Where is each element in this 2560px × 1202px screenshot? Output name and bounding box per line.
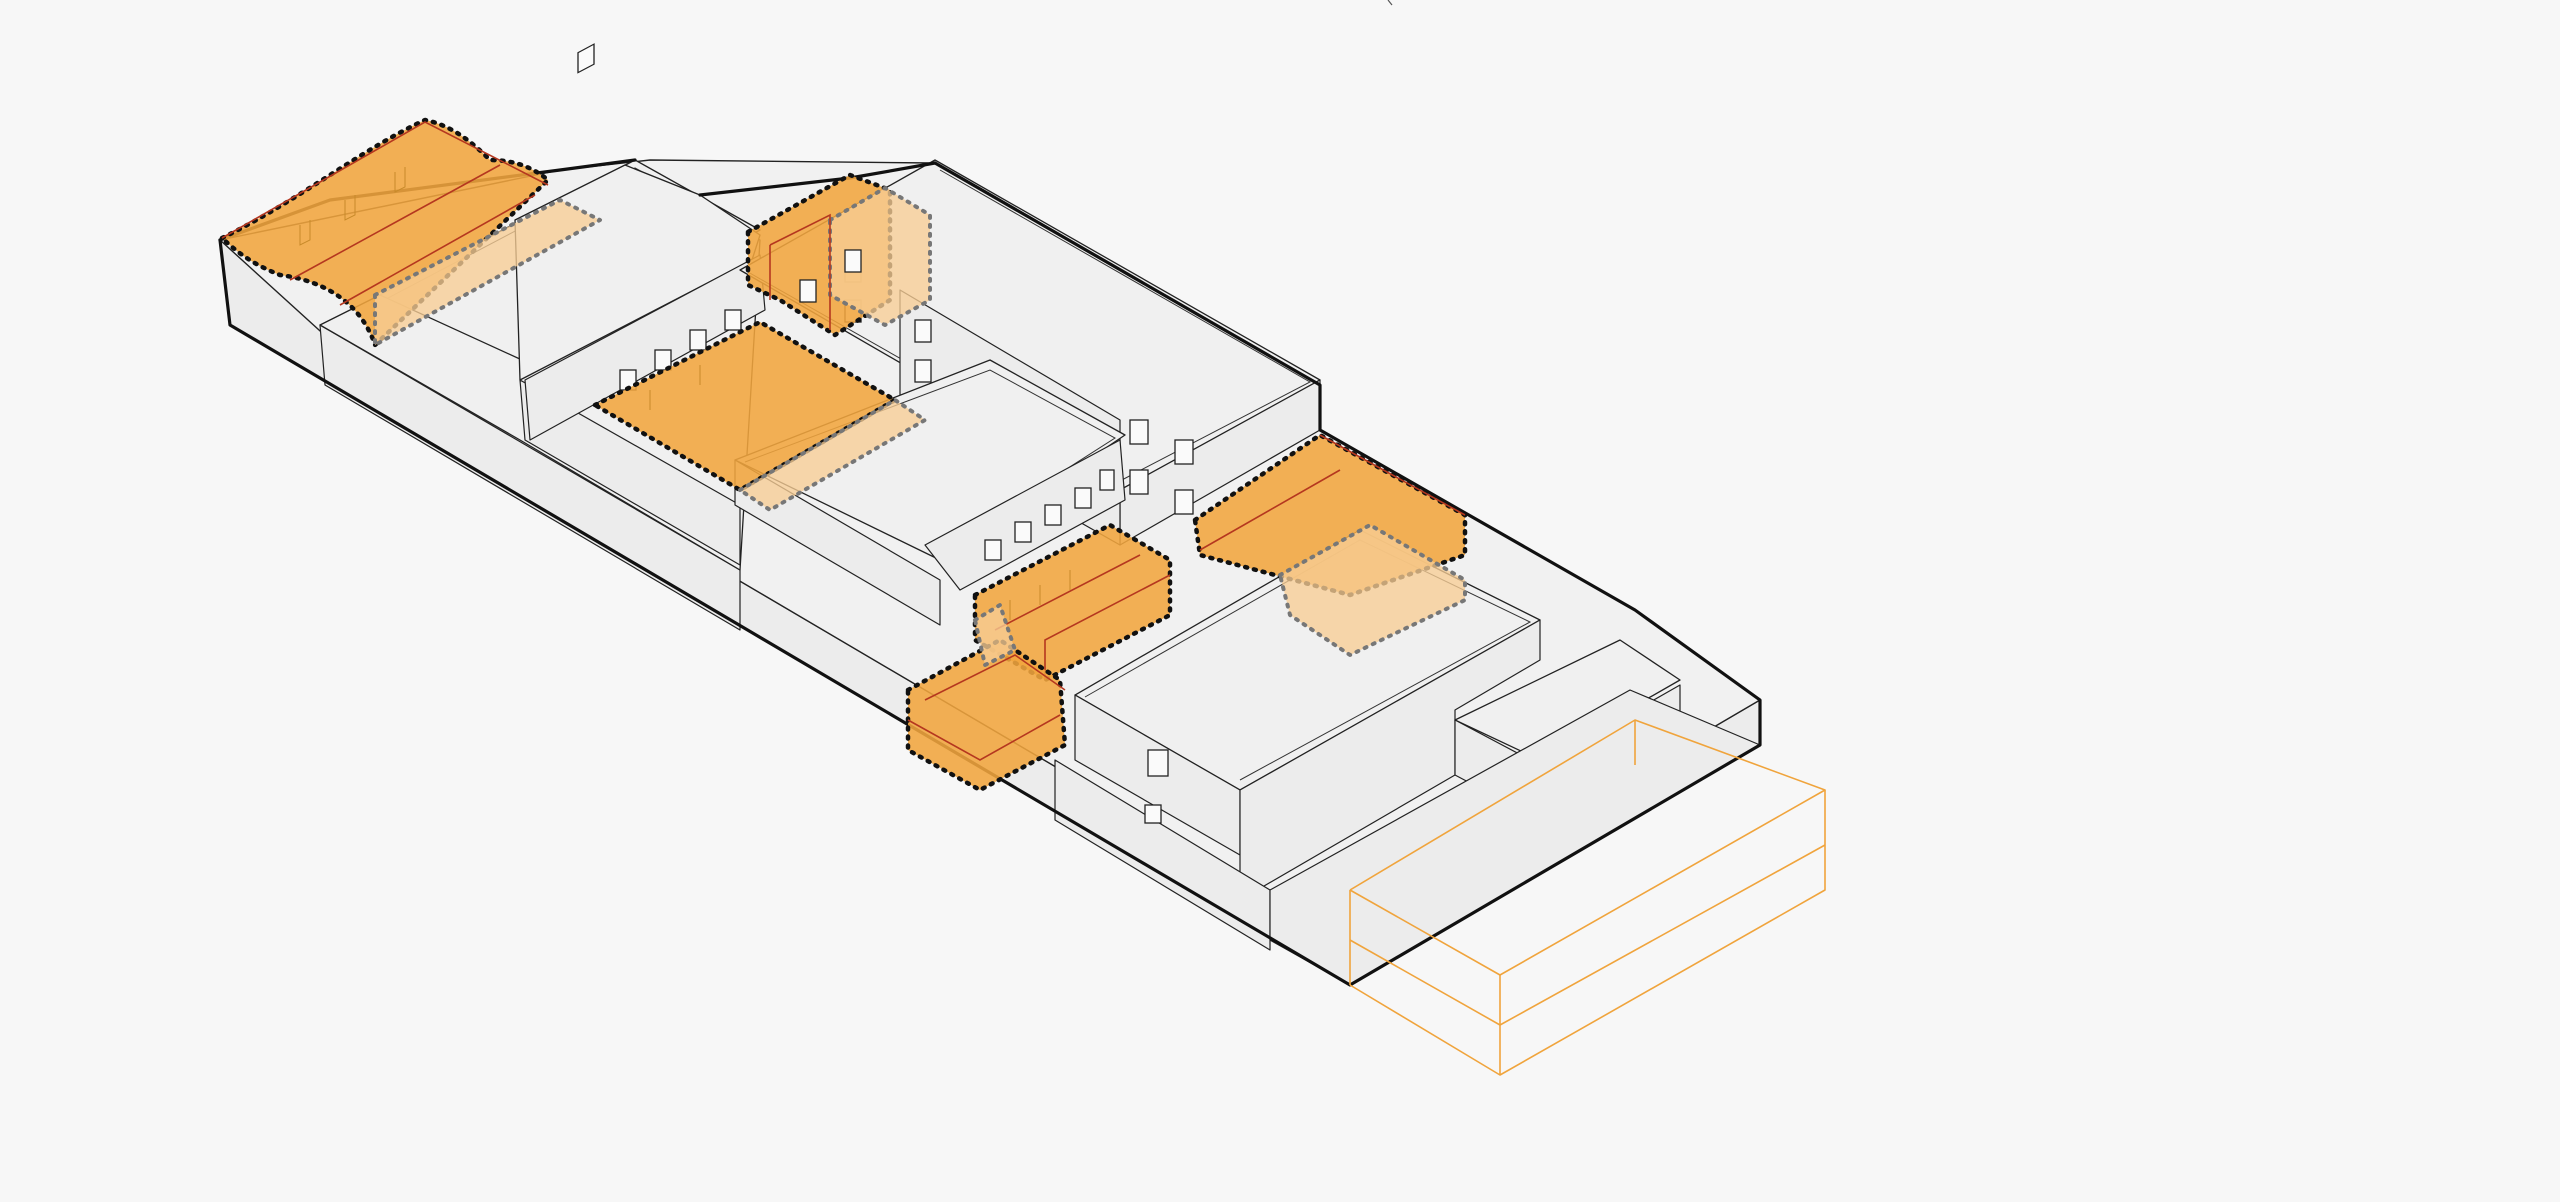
south-upper-ridge: [994, 554, 1141, 631]
zone-west-roof: [219, 117, 602, 348]
south-lower-ridge: [924, 654, 1066, 701]
site-outline: [218, 161, 1762, 987]
central-block-court: [924, 439, 1126, 591]
window: [654, 349, 672, 371]
west-roof-ridge: [221, 121, 549, 239]
window: [1147, 749, 1169, 777]
window: [724, 309, 742, 331]
west-roof-shape: [219, 117, 551, 348]
window: [914, 319, 932, 343]
central-court-extension: [738, 398, 927, 512]
window: [1129, 419, 1149, 445]
zone-south-block-upper: [972, 522, 1173, 683]
north-court-edge: [769, 213, 831, 330]
east-roof-ridge-2: [1199, 469, 1341, 551]
window: [1074, 487, 1092, 509]
top-marker: [1387, 0, 1393, 6]
east-roof-extension: [1278, 523, 1467, 657]
window: [1099, 469, 1115, 491]
window: [577, 43, 595, 74]
zone-east-roof: [1192, 432, 1468, 657]
window: [844, 249, 862, 273]
window: [799, 279, 817, 303]
zone-central-court: [592, 319, 927, 512]
west-roof-extension: [373, 198, 602, 347]
west-wing-front: [319, 324, 741, 631]
south-upper-edge: [1044, 574, 1171, 680]
south-low-block: [1054, 759, 1271, 951]
east-roof-ridge: [1319, 434, 1466, 516]
west-roof-ridge-3: [339, 194, 536, 306]
south-lower-edge: [907, 714, 1061, 761]
window: [914, 359, 932, 383]
highlight-zones: [219, 117, 1468, 793]
west-roof-detail-3: [394, 167, 406, 193]
north-block-facade: [524, 254, 766, 441]
west-roof-ridge-2: [289, 164, 501, 281]
west-roof-detail: [299, 220, 311, 246]
window: [1174, 489, 1194, 515]
proposed-extension-outline: [1349, 719, 1826, 1076]
west-roof-detail-2: [344, 195, 356, 221]
east-annex-roof: [1454, 639, 1681, 761]
south-lower-shape: [905, 637, 1068, 793]
central-block-roof: [734, 359, 1126, 561]
ghost-bottom: [1349, 790, 1826, 1076]
window: [1044, 504, 1062, 526]
window: [1129, 469, 1149, 495]
south-upper-shape: [972, 522, 1173, 683]
window: [1174, 439, 1194, 465]
zone-north-court: [745, 172, 932, 338]
window: [984, 539, 1002, 561]
central-block-facade: [734, 459, 941, 626]
north-block-front: [519, 379, 741, 566]
window: [1144, 804, 1162, 824]
window: [1014, 521, 1032, 543]
window: [689, 329, 707, 351]
south-lower-extension: [973, 603, 1017, 667]
zone-south-block-lower: [905, 603, 1068, 793]
